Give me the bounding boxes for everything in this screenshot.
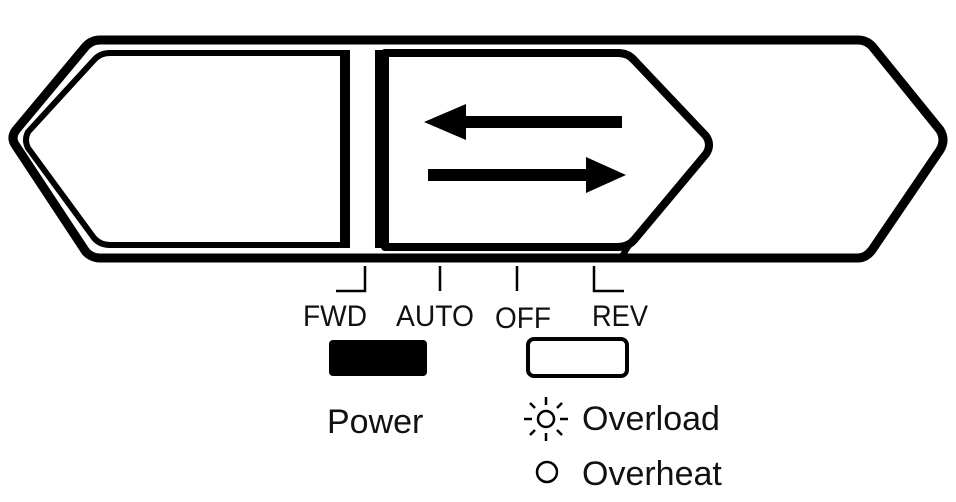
- overload-label: Overload: [582, 400, 720, 438]
- divider-bar-right: [375, 50, 385, 248]
- position-label-rev: REV: [592, 300, 648, 333]
- position-label-off: OFF: [495, 302, 551, 335]
- power-indicator: [329, 340, 427, 376]
- selector-slider[interactable]: [381, 49, 713, 251]
- blinking-light-icon: [524, 397, 568, 441]
- fwd-section: [23, 50, 348, 248]
- fwd-tick: [336, 266, 367, 293]
- rev-tick: [592, 266, 624, 293]
- position-label-auto: AUTO: [396, 300, 474, 333]
- status-indicator: [526, 337, 629, 378]
- divider-bar-left: [340, 50, 350, 248]
- steady-light-icon: [535, 460, 559, 484]
- power-label: Power: [327, 403, 423, 441]
- overheat-label: Overheat: [582, 455, 722, 493]
- bidirectional-arrows-icon: [424, 104, 626, 193]
- slider-edge: [619, 239, 635, 258]
- position-label-fwd: FWD: [303, 300, 367, 333]
